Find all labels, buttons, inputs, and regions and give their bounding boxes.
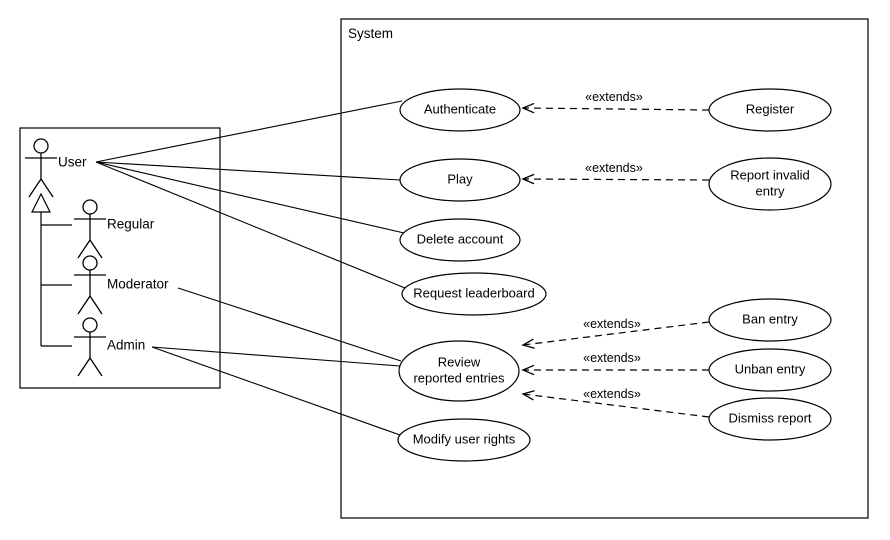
use-case-ellipse[interactable] xyxy=(397,418,531,462)
actor-leg-right xyxy=(89,239,103,259)
use-case-ellipse[interactable] xyxy=(399,218,521,262)
extend-line xyxy=(522,393,710,418)
use-case-label: Register xyxy=(746,101,795,116)
association-moderator-to-review-reported-entries xyxy=(177,287,402,362)
use-case-authenticate[interactable]: Authenticate xyxy=(399,88,521,132)
use-case-label: entry xyxy=(756,183,785,198)
actor-leg-left xyxy=(77,357,91,377)
extend-arrowhead xyxy=(521,173,535,185)
use-case-label: Report invalid xyxy=(730,167,810,182)
system-boundary-label: System xyxy=(348,26,393,41)
association-admin-to-review-reported-entries xyxy=(151,346,401,367)
extend-line xyxy=(522,107,710,111)
extend-arrowhead xyxy=(521,390,535,401)
extend-arrowhead xyxy=(521,364,535,376)
use-case-label: Modify user rights xyxy=(413,431,516,446)
use-case-ellipse[interactable] xyxy=(399,88,521,132)
extend-relation-group: «extends» «extends» «extends» «extends» «ext… xyxy=(521,90,710,418)
extend-relation-ban-extends-review: «extends» xyxy=(521,317,710,349)
actor-leg-right xyxy=(89,295,103,315)
use-case-ellipse[interactable] xyxy=(399,158,521,202)
use-case-modify-user-rights[interactable]: Modify user rights xyxy=(397,418,531,462)
actor-leg-right xyxy=(40,178,54,198)
extend-relation-unban-extends-review: «extends» xyxy=(521,351,709,376)
actor-leg-left xyxy=(77,239,91,259)
extend-arrowhead xyxy=(521,102,535,114)
use-case-label: Authenticate xyxy=(424,101,496,116)
extend-stereotype-label: «extends» xyxy=(585,161,643,175)
association-group xyxy=(95,100,406,436)
use-case-label: Delete account xyxy=(417,231,504,246)
use-case-register[interactable]: Register xyxy=(708,88,832,132)
actor-label: Admin xyxy=(107,338,145,353)
actor-label: User xyxy=(58,155,87,170)
extend-stereotype-label: «extends» xyxy=(583,351,641,365)
actor-label: Regular xyxy=(107,217,155,232)
use-case-delete-account[interactable]: Delete account xyxy=(399,218,521,262)
actor-admin[interactable]: Admin xyxy=(74,317,145,377)
extend-line xyxy=(522,321,710,346)
use-case-dismiss-report[interactable]: Dismiss report xyxy=(708,397,832,441)
association-user-to-delete-account xyxy=(95,161,405,234)
extend-relation-report-extends-play: «extends» xyxy=(521,161,710,185)
use-case-ellipse[interactable] xyxy=(708,88,832,132)
actor-head-icon xyxy=(33,138,49,154)
actor-head-icon xyxy=(82,199,98,215)
actor-regular[interactable]: Regular xyxy=(74,199,155,259)
use-case-ellipse[interactable] xyxy=(401,272,547,316)
use-case-ellipse[interactable] xyxy=(708,157,832,211)
actor-head-icon xyxy=(82,255,98,271)
use-case-unban-entry[interactable]: Unban entry xyxy=(708,348,832,392)
actor-moderator[interactable]: Moderator xyxy=(74,255,169,315)
actor-leg-left xyxy=(77,295,91,315)
actor-leg-left xyxy=(28,178,42,198)
use-case-label: reported entries xyxy=(413,370,505,385)
association-user-to-request-leaderboard xyxy=(95,161,406,289)
use-case-label: Review xyxy=(438,354,481,369)
extend-stereotype-label: «extends» xyxy=(583,387,641,401)
use-case-label: Play xyxy=(447,171,473,186)
use-case-ellipse[interactable] xyxy=(708,298,832,342)
extend-stereotype-label: «extends» xyxy=(585,90,643,104)
use-case-ellipse[interactable] xyxy=(708,348,832,392)
actor-container-rect xyxy=(19,127,221,389)
use-case-ellipse[interactable] xyxy=(398,340,520,402)
extend-relation-register-extends-authenticate: «extends» xyxy=(521,90,710,114)
generalization-group xyxy=(31,192,72,347)
association-user-to-authenticate xyxy=(95,100,403,163)
actor-leg-right xyxy=(89,357,103,377)
generalization-arrowhead xyxy=(31,192,51,213)
actor-label: Moderator xyxy=(107,277,169,292)
extend-stereotype-label: «extends» xyxy=(583,317,641,331)
use-case-request-leaderboard[interactable]: Request leaderboard xyxy=(401,272,547,316)
use-case-ban-entry[interactable]: Ban entry xyxy=(708,298,832,342)
association-admin-to-modify-user-rights xyxy=(151,346,401,436)
use-case-label: Request leaderboard xyxy=(413,285,534,300)
actor-head-icon xyxy=(82,317,98,333)
association-user-to-play xyxy=(95,161,401,181)
system-boundary: System xyxy=(340,18,869,519)
extend-line xyxy=(522,178,710,181)
system-boundary-rect xyxy=(340,18,869,519)
extend-arrowhead xyxy=(521,338,535,349)
use-case-ellipse[interactable] xyxy=(708,397,832,441)
actor-container xyxy=(19,127,221,389)
use-case-label: Dismiss report xyxy=(728,410,811,425)
use-case-label: Unban entry xyxy=(735,361,806,376)
actor-user[interactable]: User xyxy=(25,138,87,198)
use-case-label: Ban entry xyxy=(742,311,798,326)
extend-relation-dismiss-extends-review: «extends» xyxy=(521,387,710,418)
use-case-play[interactable]: Play xyxy=(399,158,521,202)
